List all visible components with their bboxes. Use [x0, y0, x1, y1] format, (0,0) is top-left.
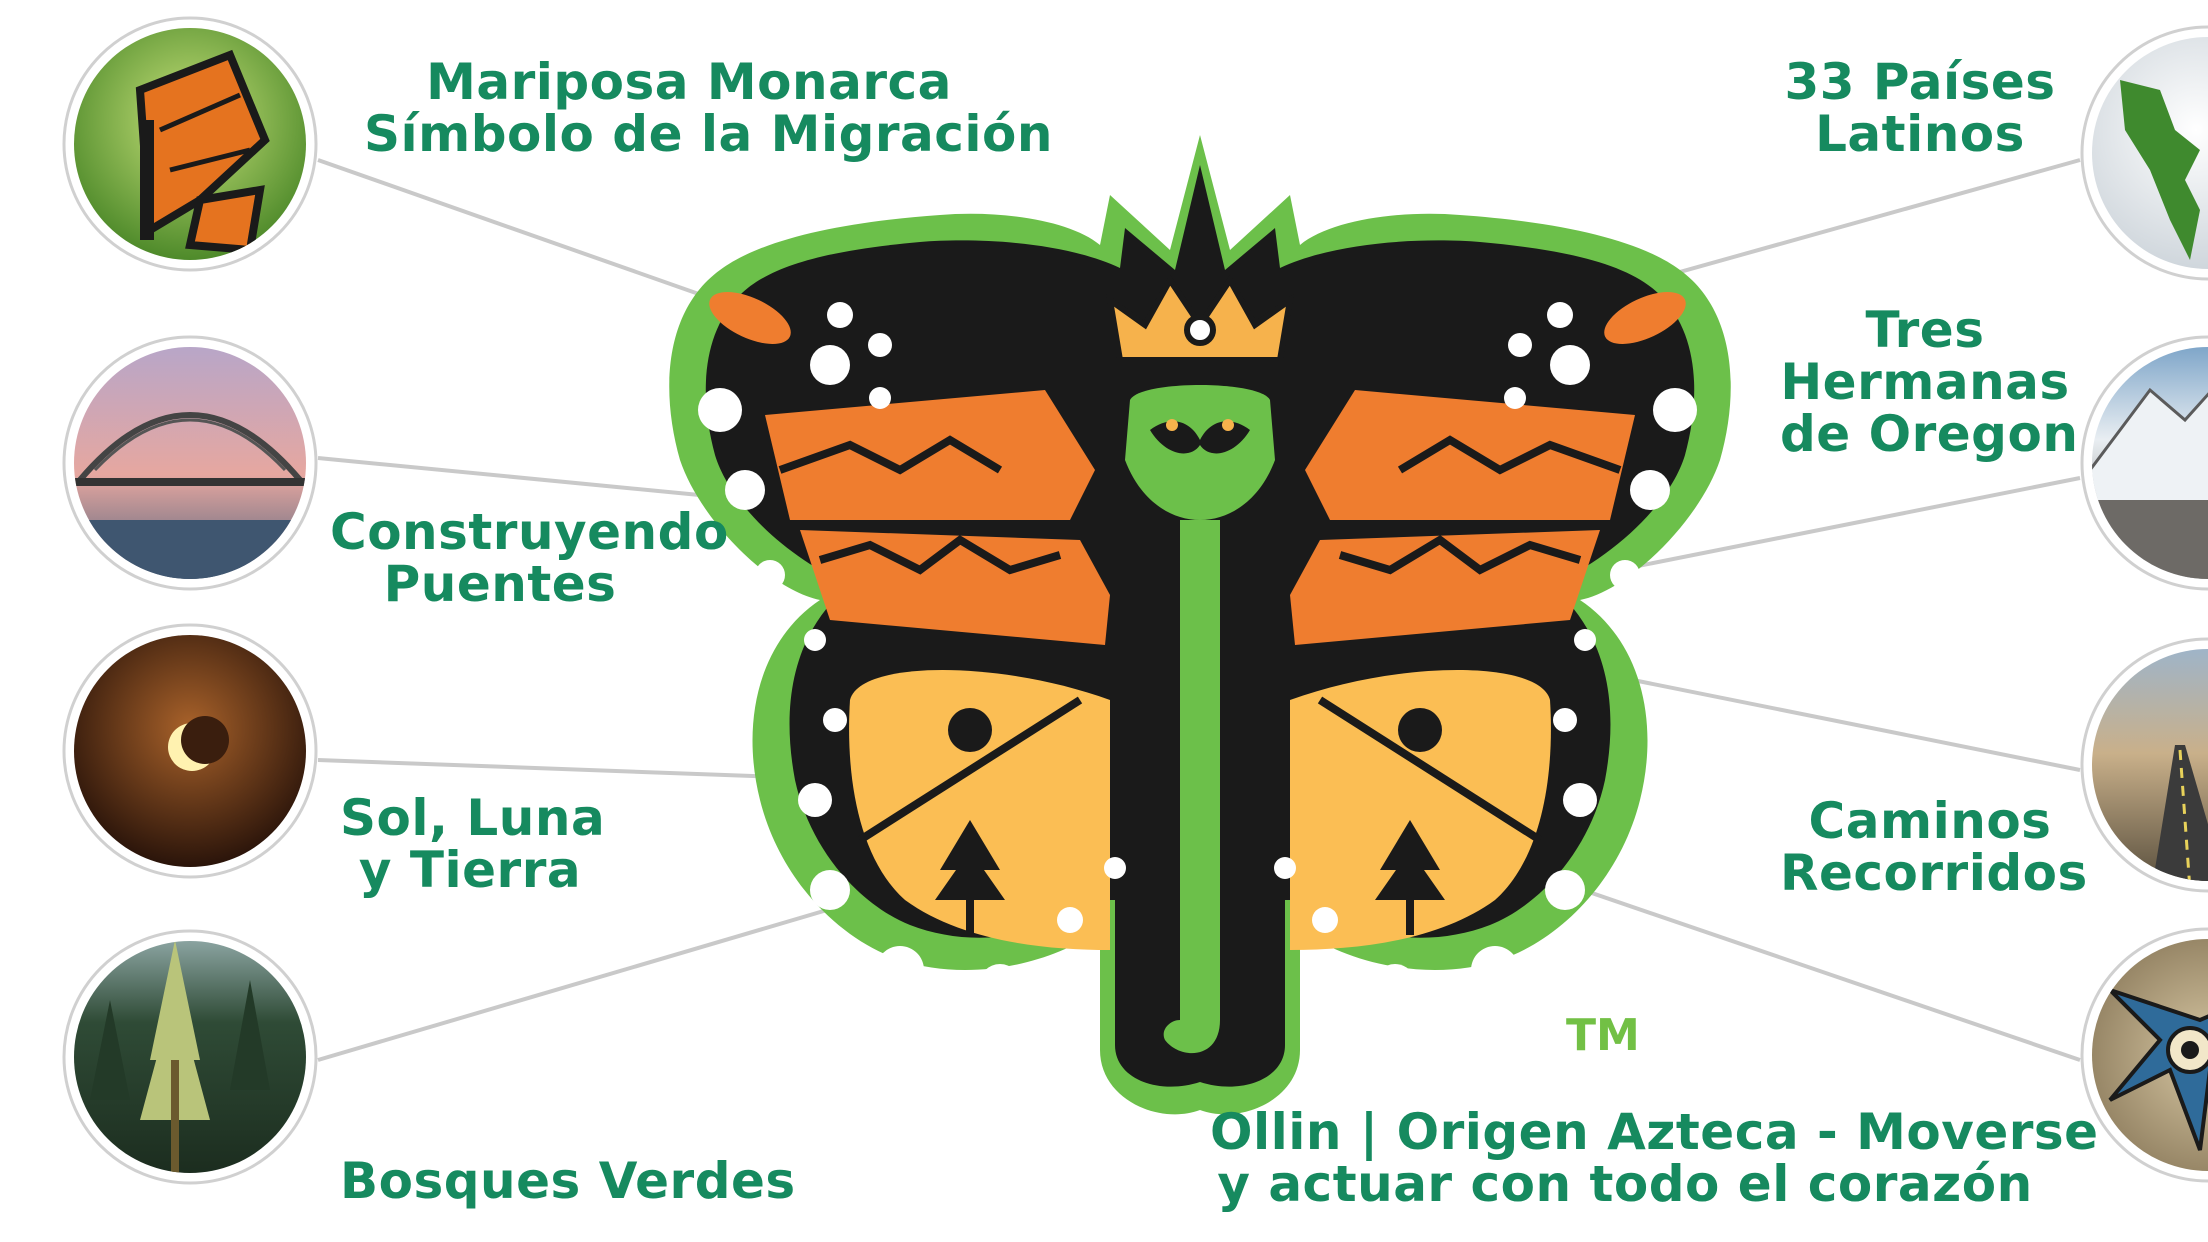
trademark-symbol: TM — [1566, 1010, 1640, 1061]
label-bosques-verdes: Bosques Verdes — [340, 1152, 796, 1210]
mountain-photo — [2080, 335, 2208, 591]
globe-photo — [2080, 25, 2208, 281]
monarch-butterfly-logo — [669, 135, 1731, 1115]
connector-lines — [317, 158, 2081, 1062]
forest-photo — [62, 929, 318, 1185]
monarch-butterfly-photo — [62, 16, 318, 272]
aztec-ollin-photo — [2080, 927, 2208, 1183]
bridge-photo — [62, 335, 318, 591]
eclipse-photo — [62, 623, 318, 879]
road-photo — [2080, 637, 2208, 893]
